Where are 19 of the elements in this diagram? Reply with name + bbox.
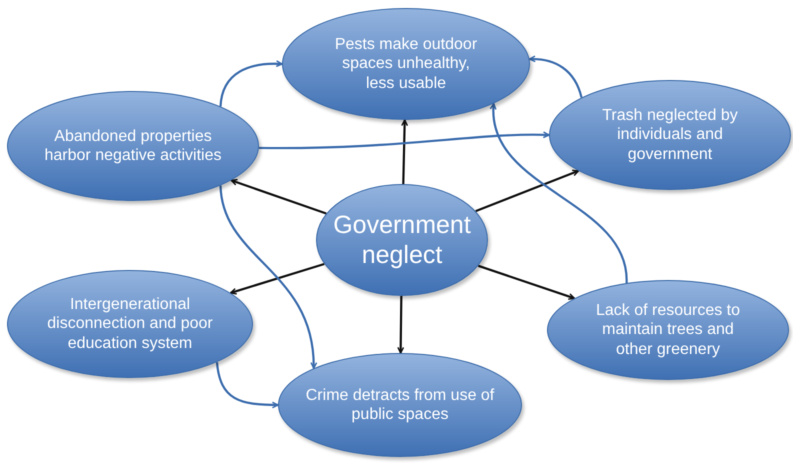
arrow: [230, 262, 325, 295]
node-text: Government neglect: [332, 210, 472, 270]
node-text: Abandoned properties harbor negative activities: [44, 126, 222, 166]
arrow: [475, 170, 580, 212]
node-text: Pests make outdoor spaces unhealthy, less usable: [334, 35, 478, 93]
arrow: [401, 119, 408, 184]
arrow: [478, 264, 576, 300]
arrow: [230, 178, 327, 215]
arrow: [258, 131, 550, 150]
node-text: Trash neglected by individuals and government: [601, 106, 739, 164]
node-text: Crime detracts from use of public spaces: [305, 386, 495, 424]
node-text: Lack of resources to maintain trees and other greenery: [594, 301, 742, 359]
arrow: [528, 56, 583, 98]
arrow: [216, 362, 279, 408]
node-text: Intergenerational disconnection and poor education system: [46, 295, 214, 353]
arrow: [219, 60, 283, 107]
arrow: [219, 185, 317, 369]
arrow: [490, 102, 628, 284]
arrow: [397, 296, 404, 354]
